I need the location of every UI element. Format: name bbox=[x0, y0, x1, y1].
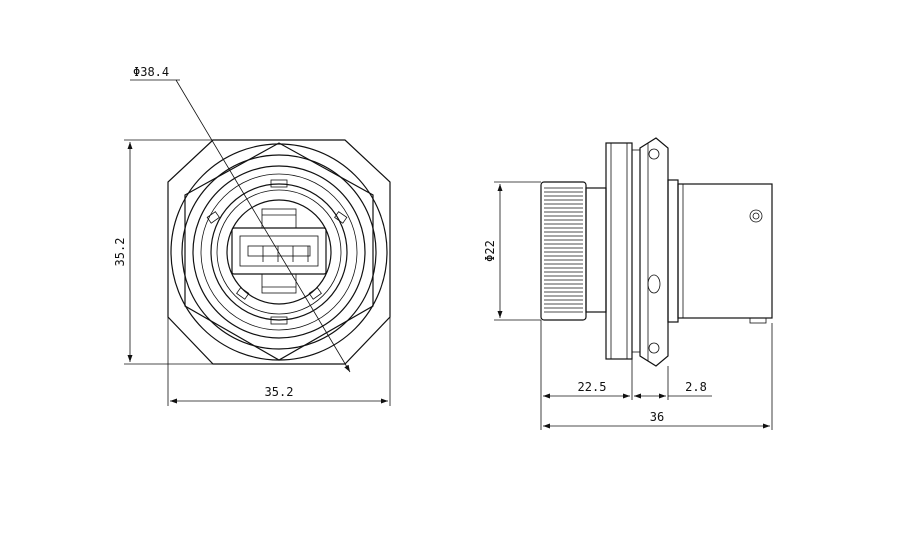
front-tab-lower-right bbox=[308, 287, 322, 300]
front-width-label: 35.2 bbox=[265, 385, 294, 399]
front-tab-lower-left bbox=[236, 287, 250, 300]
side-knurl-lines bbox=[544, 187, 583, 313]
dim-22-5-label: 22.5 bbox=[578, 380, 607, 394]
front-insert-ring bbox=[226, 199, 332, 305]
front-latch-bottom bbox=[261, 273, 297, 294]
front-ring-2 bbox=[181, 154, 377, 350]
front-diameter-label: Φ38.4 bbox=[133, 65, 169, 79]
side-view bbox=[540, 137, 773, 367]
side-rear-collar bbox=[667, 179, 679, 323]
front-latch-top bbox=[261, 208, 297, 229]
side-diameter-label: Φ22 bbox=[483, 240, 497, 262]
front-tab-top bbox=[270, 179, 288, 188]
side-flange bbox=[605, 142, 633, 360]
side-knurled-nut bbox=[540, 181, 587, 321]
side-nut-hole-top bbox=[648, 148, 660, 160]
side-screw-inner bbox=[752, 212, 760, 220]
dim-36-label: 36 bbox=[650, 410, 664, 424]
side-panel bbox=[631, 149, 641, 353]
side-nut-slot bbox=[647, 274, 661, 294]
side-dimensions: Φ22 22.5 2.8 36 bbox=[483, 181, 773, 430]
front-contact-block bbox=[247, 245, 311, 257]
diameter-leader-line bbox=[175, 79, 351, 373]
front-usb-cavity bbox=[239, 235, 319, 267]
front-ring-4 bbox=[200, 173, 358, 331]
dim-2-8-label: 2.8 bbox=[685, 380, 707, 394]
front-height-label: 35.2 bbox=[113, 238, 127, 267]
side-bottom-tab bbox=[749, 317, 767, 324]
side-rear-body bbox=[677, 183, 773, 319]
front-outer-ring bbox=[170, 143, 388, 361]
front-view bbox=[167, 139, 391, 365]
front-ring-5 bbox=[210, 183, 348, 321]
side-hex-nut bbox=[639, 137, 669, 367]
front-usb-shell bbox=[231, 227, 327, 275]
front-tab-right bbox=[334, 211, 348, 224]
front-ring-6 bbox=[216, 189, 342, 315]
front-dimensions: Φ38.4 35.2 35.2 bbox=[113, 65, 391, 406]
front-tab-bottom bbox=[270, 316, 288, 325]
side-screw-outer bbox=[749, 209, 763, 223]
front-hex-nut bbox=[184, 142, 374, 361]
side-nut-hole-bottom bbox=[648, 342, 660, 354]
side-body bbox=[585, 187, 607, 313]
front-tab-left bbox=[206, 211, 220, 224]
front-ring-3 bbox=[192, 165, 366, 339]
